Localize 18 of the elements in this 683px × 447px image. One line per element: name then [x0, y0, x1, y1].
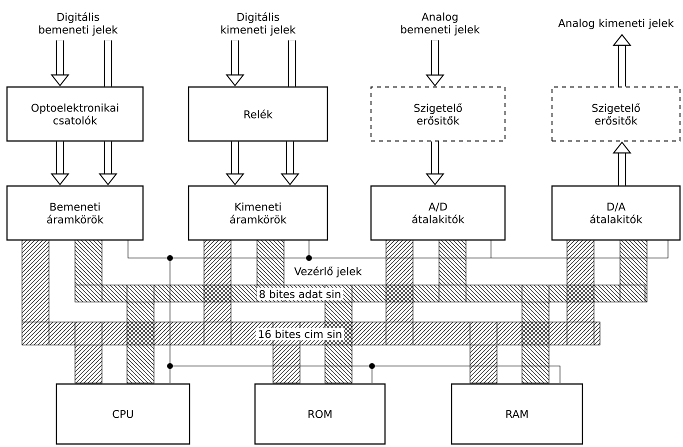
block-box: Optoelektronikai csatolók: [6, 86, 144, 142]
block-box: Bemeneti áramkörök: [6, 185, 144, 241]
block-box: ROM: [254, 383, 386, 445]
block-box: A/D átalakitók: [370, 185, 506, 241]
signal-label: Analog kimeneti jelek: [558, 18, 674, 30]
bus-label: Vezérlő jelek: [292, 264, 364, 280]
block-box: RAM: [450, 383, 584, 445]
signal-label: Analog bemeneti jelek: [401, 12, 480, 36]
block-box: Szigetelő erősitők: [552, 86, 680, 142]
block-box: D/A átalakitók: [551, 185, 681, 241]
block-box: CPU: [56, 383, 190, 445]
block-box: Relék: [188, 86, 328, 142]
bus-label: 16 bites cim sin: [256, 328, 344, 340]
signal-label: Digitális kimeneti jelek: [221, 12, 296, 36]
bus-label: 8 bites adat sin: [256, 288, 344, 300]
signal-label: Digitális bemeneti jelek: [39, 12, 118, 36]
block-box: Szigetelő erősitők: [370, 86, 506, 142]
block-box: Kimeneti áramkörök: [188, 185, 328, 241]
